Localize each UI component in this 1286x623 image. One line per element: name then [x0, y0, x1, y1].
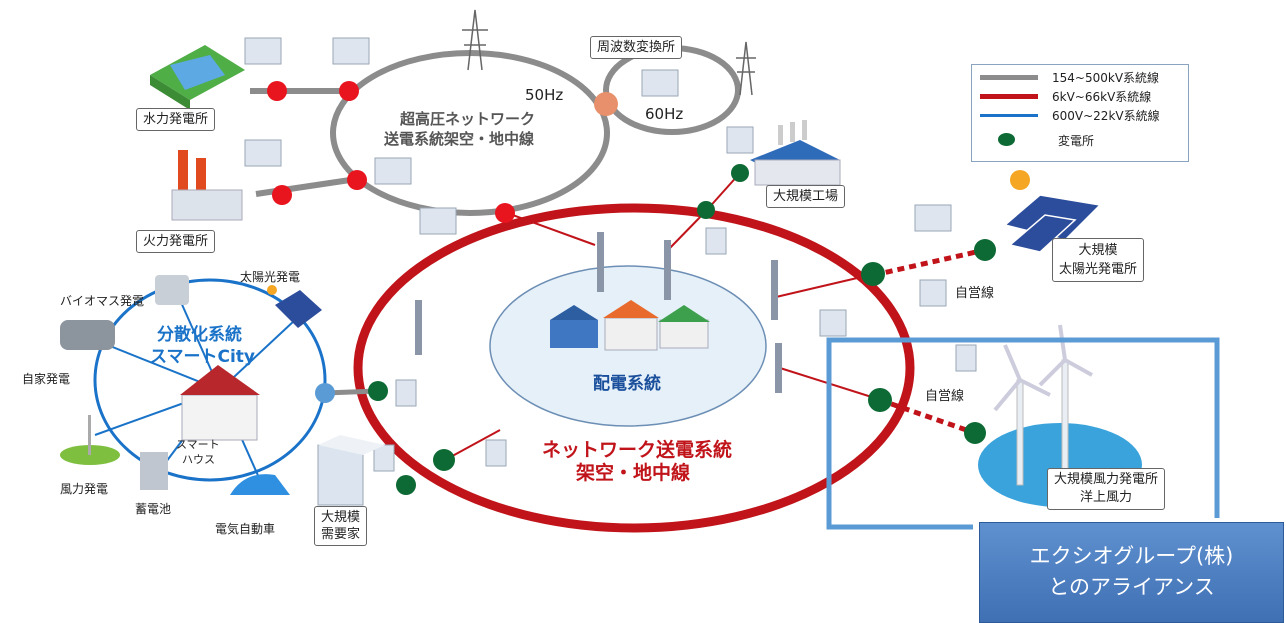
- red-node: [347, 170, 367, 190]
- alliance-line1: エクシオグループ(株): [1029, 544, 1234, 568]
- large-consumer-icon: [317, 435, 385, 506]
- legend-label-hv: 6kV~66kV系統線: [1052, 90, 1152, 104]
- thermal-label: 火力発電所: [136, 230, 216, 253]
- legend-label-ehv: 154~500kV系統線: [1052, 71, 1160, 85]
- red-node: [267, 81, 287, 101]
- large-solar-line1: 大規模: [1078, 243, 1118, 258]
- legend: 154~500kV系統線 6kV~66kV系統線 600V~22kV系統線 変電…: [971, 64, 1189, 162]
- green-node: [433, 449, 455, 471]
- ehv-network-subtitle: 送電系統架空・地中線: [384, 130, 535, 148]
- alliance-box: エクシオグループ(株) とのアライアンス: [979, 522, 1284, 623]
- substation-graphics: [244, 37, 977, 472]
- private-gen-label: 自家発電: [22, 372, 71, 386]
- green-node: [974, 239, 996, 261]
- factory-icon: [750, 120, 841, 186]
- hydro-plant-icon: [150, 45, 245, 110]
- hz60-label: 60Hz: [645, 105, 684, 123]
- distribution-buildings-icon: [550, 300, 710, 351]
- biomass-label: バイオマス発電: [60, 294, 145, 308]
- smart-city-icons: [60, 275, 322, 495]
- red-node: [272, 185, 292, 205]
- offshore-wind-line1: 大規模風力発電所: [1054, 472, 1159, 487]
- battery-label: 蓄電池: [135, 502, 172, 516]
- pole-icons: [415, 232, 782, 393]
- distribution-title: 配電系統: [593, 374, 661, 394]
- legend-label-lv: 600V~22kV系統線: [1052, 109, 1160, 123]
- hydro-label: 水力発電所: [136, 108, 216, 131]
- red-node: [495, 203, 515, 223]
- hz50-label: 50Hz: [525, 86, 564, 104]
- private-line-label-1: 自営線: [955, 286, 995, 301]
- private-line-label-2: 自営線: [925, 389, 965, 404]
- frequency-converter-node: [594, 92, 618, 116]
- green-node: [368, 381, 388, 401]
- smart-house-line1: スマート: [176, 438, 220, 451]
- large-solar-icon: [1003, 170, 1102, 253]
- network-subtitle: 架空・地中線: [576, 462, 691, 484]
- thermal-plant-icon: [171, 150, 243, 221]
- tower-icons: [462, 9, 756, 96]
- large-consumer-label: 大規模 需要家: [314, 506, 368, 546]
- ehv-network-title: 超高圧ネットワーク: [400, 110, 536, 128]
- legend-swatch-ehv: [980, 75, 1038, 80]
- offshore-wind-line2: 洋上風力: [1080, 490, 1133, 505]
- frequency-converter-label: 周波数変換所: [590, 36, 683, 59]
- green-node: [731, 164, 749, 182]
- wind-small-label: 風力発電: [60, 482, 109, 496]
- green-node: [396, 475, 416, 495]
- network-title: ネットワーク送電系統: [542, 439, 733, 461]
- large-solar-label: 大規模 太陽光発電所: [1052, 238, 1145, 282]
- legend-swatch-hv: [980, 94, 1038, 99]
- legend-swatch-lv: [980, 114, 1038, 117]
- substation-nodes: [267, 81, 996, 495]
- green-node: [868, 388, 892, 412]
- smart-city-title: 分散化系統: [157, 325, 242, 345]
- solar-small-label: 太陽光発電: [240, 270, 301, 284]
- green-node: [697, 201, 715, 219]
- ev-label: 電気自動車: [215, 522, 276, 536]
- smart-city-subtitle: スマートCity: [150, 347, 256, 367]
- green-node: [861, 262, 885, 286]
- legend-label-substation: 変電所: [1058, 134, 1095, 148]
- large-factory-label: 大規模工場: [766, 185, 846, 208]
- offshore-wind-label: 大規模風力発電所 洋上風力: [1047, 468, 1166, 510]
- green-node: [964, 422, 986, 444]
- alliance-line2: とのアライアンス: [1048, 575, 1215, 599]
- red-node: [339, 81, 359, 101]
- legend-swatch-substation: [998, 133, 1015, 146]
- large-consumer-line1: 大規模: [321, 510, 361, 525]
- blue-node: [315, 383, 335, 403]
- large-consumer-line2: 需要家: [321, 527, 361, 542]
- large-solar-line2: 太陽光発電所: [1059, 262, 1138, 277]
- smart-house-line2: ハウス: [182, 453, 215, 466]
- alliance-callout: エクシオグループ(株) とのアライアンス: [973, 518, 1286, 623]
